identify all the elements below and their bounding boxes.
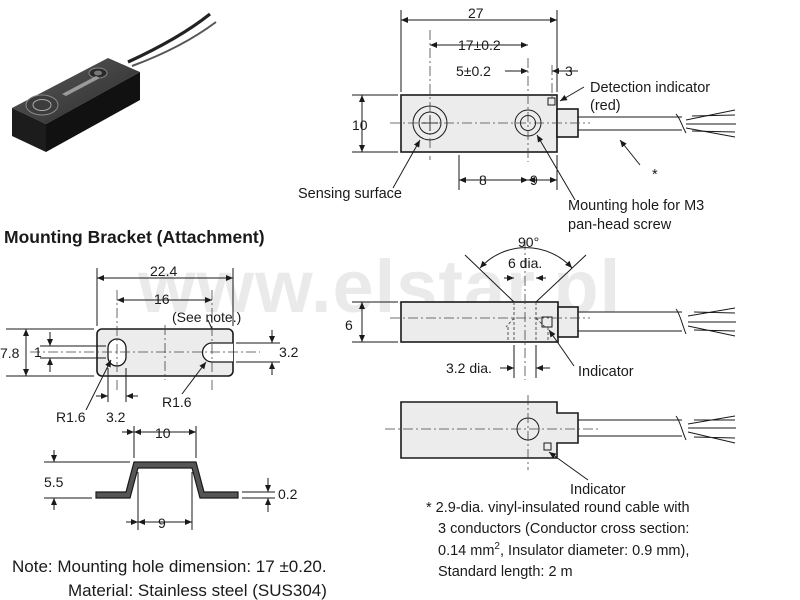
dim-height: 10	[352, 117, 368, 133]
dim-profile-height: 5.5	[44, 474, 64, 490]
dim-radius-left: R1.6	[56, 409, 86, 425]
sensor-top-view: 27 17±0.2 5±0.2 3 10 8 9 Detection indic…	[298, 5, 736, 233]
label-detection-indicator: Detection indicator	[590, 80, 710, 96]
dim-profile-top-width: 10	[155, 425, 171, 441]
dim-seg-a: 8	[479, 172, 487, 188]
dim-top-hole: 6 dia.	[508, 255, 542, 271]
dim-seg-b: 9	[530, 172, 538, 188]
dim-see-note: (See note.)	[172, 309, 241, 325]
dim-slot-width: 3.2	[279, 344, 299, 360]
dim-bracket-hole-height: 1	[34, 344, 42, 360]
label-sensing-surface: Sensing surface	[298, 186, 402, 202]
label-bottom-indicator: Indicator	[570, 482, 626, 498]
bracket-heading: Mounting Bracket (Attachment)	[4, 227, 265, 247]
label-mounting-hole: Mounting hole for M3	[568, 198, 704, 214]
dim-bracket-width: 22.4	[150, 263, 177, 279]
note-material: Material: Stainless steel (SUS304)	[68, 581, 327, 600]
dim-indicator-offset: 5±0.2	[456, 63, 491, 79]
sensor-bottom-view: Indicator	[385, 395, 736, 498]
dim-indicator-gap: 3	[565, 63, 573, 79]
label-mounting-hole-screw: pan-head screw	[568, 217, 672, 233]
dim-overall-width: 27	[468, 5, 484, 21]
cable-footnote-marker: *	[652, 167, 658, 183]
label-detection-indicator-color: (red)	[590, 98, 621, 114]
dim-profile-thickness: 0.2	[278, 486, 298, 502]
dim-hole-spacing: 17±0.2	[458, 37, 501, 53]
dim-side-height: 6	[345, 317, 353, 333]
cable-note-line-4: Standard length: 2 m	[438, 564, 573, 580]
dim-bracket-height: 7.8	[0, 345, 20, 361]
notes-block: Note: Mounting hole dimension: 17 ±0.20.…	[12, 557, 327, 600]
cable-note-block: * 2.9-dia. vinyl-insulated round cable w…	[426, 500, 690, 580]
dim-profile-bottom-width: 9	[158, 515, 166, 531]
sensor-side-view: 90° 6 dia. 6 3.2 dia. Indicator	[345, 234, 736, 380]
dim-bracket-hole-spacing: 16	[154, 291, 170, 307]
cable-note-line-3: 0.14 mm2, Insulator diameter: 0.9 mm),	[438, 541, 689, 559]
note-mounting-hole: Note: Mounting hole dimension: 17 ±0.20.	[12, 557, 327, 576]
dim-angle: 90°	[518, 234, 539, 250]
dim-bottom-slot: 3.2	[106, 409, 126, 425]
dim-bottom-hole: 3.2 dia.	[446, 360, 492, 376]
mounting-bracket-drawing: Mounting Bracket (Attachment) 22.4 16 (S…	[0, 227, 299, 425]
cable-note-line-2: 3 conductors (Conductor cross section:	[438, 521, 689, 537]
bracket-profile-drawing: 10 5.5 0.2 9	[44, 425, 298, 531]
dim-radius-right: R1.6	[162, 394, 192, 410]
sensor-product-photo	[12, 12, 217, 152]
cable-note-line-1: * 2.9-dia. vinyl-insulated round cable w…	[426, 500, 690, 516]
label-side-indicator: Indicator	[578, 364, 634, 380]
